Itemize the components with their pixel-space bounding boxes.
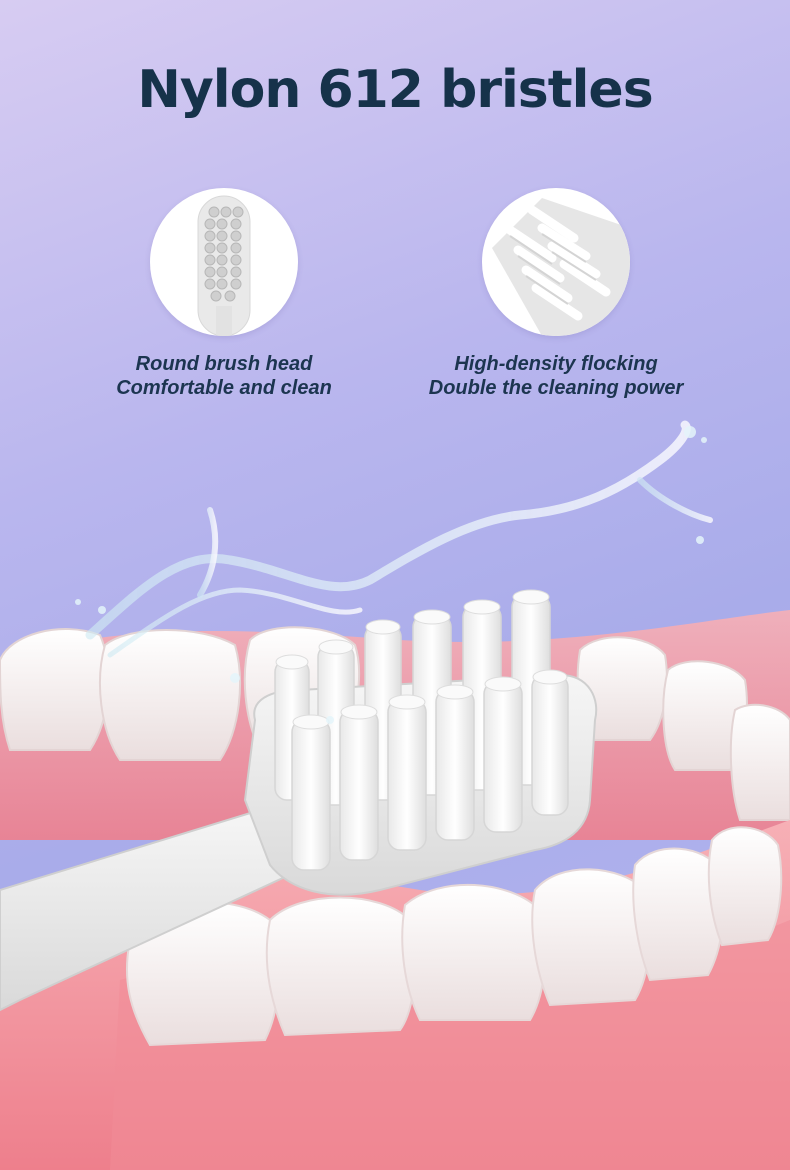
feature-title: Round brush head (135, 353, 313, 375)
water-splash (85, 420, 713, 658)
feature-subtitle: Comfortable and clean (116, 377, 332, 399)
feature-title: High-density flocking (454, 353, 658, 375)
feature-subtitle: Double the cleaning power (428, 377, 684, 399)
page-title: Nylon 612 bristles (137, 60, 653, 120)
round-brush-head-icon (150, 188, 298, 336)
feature-high-density: High-density flocking Double the cleanin… (406, 188, 706, 400)
water-droplets (75, 426, 707, 724)
lower-teeth (125, 826, 783, 1047)
high-density-bristles-icon (482, 188, 630, 336)
teeth-toothbrush-illustration (0, 420, 790, 1170)
feature-round-head: Round brush head Comfortable and clean (74, 188, 374, 400)
